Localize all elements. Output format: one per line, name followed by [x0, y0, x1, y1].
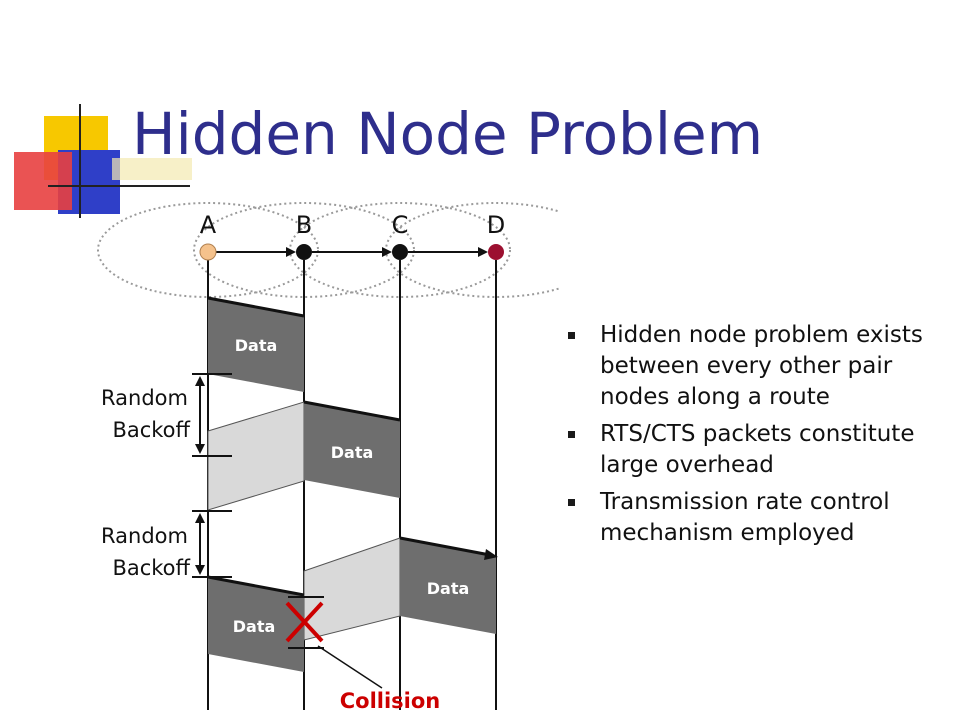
- overheard-signal-2: [303, 537, 401, 641]
- packet-c-to-d-top-edge: [399, 536, 491, 557]
- collision-leader-line: [317, 645, 383, 689]
- bullet-square-icon: [568, 499, 575, 506]
- bullet-text: Hidden node problem exists between every…: [600, 322, 923, 410]
- backoff-1-arrowhead-down: [195, 444, 205, 454]
- node-label-a: A: [200, 211, 217, 239]
- bullet-item: RTS/CTS packets constitute large overhea…: [566, 419, 946, 481]
- node-a: [199, 243, 217, 261]
- backoff-1-label-line2: Backoff: [112, 418, 190, 442]
- node-b: [296, 244, 312, 260]
- backoff-1-arrowhead-up: [195, 376, 205, 386]
- packet-a-to-b: [208, 298, 304, 392]
- backoff-2-label-line1: Random: [101, 524, 188, 548]
- node-label-b: B: [296, 211, 312, 239]
- packet-a-to-b-second: [208, 577, 304, 672]
- packet-a-to-b-label: Data: [235, 336, 278, 355]
- deco-fade-bar: [112, 158, 192, 180]
- link-c-d-arrowhead: [478, 247, 488, 257]
- range-ellipse-d: [385, 202, 560, 298]
- node-label-d: D: [487, 211, 505, 239]
- packet-b-to-c-top-edge: [303, 400, 401, 422]
- range-ellipse-b: [193, 202, 415, 298]
- node-c: [392, 244, 408, 260]
- bullet-square-icon: [568, 431, 575, 438]
- packet-a-to-b-second-label: Data: [233, 617, 276, 636]
- link-a-b-arrowhead: [286, 247, 296, 257]
- collision-label: Collision: [340, 689, 441, 713]
- packet-c-to-d-arrowhead: [484, 549, 498, 560]
- link-b-c-arrowhead: [382, 247, 392, 257]
- bullet-text: RTS/CTS packets constitute large overhea…: [600, 421, 915, 478]
- page-title: Hidden Node Problem: [132, 100, 764, 168]
- bullet-item: Transmission rate control mechanism empl…: [566, 487, 946, 549]
- corner-decoration: [14, 104, 192, 218]
- hidden-node-diagram: A B C D Data Data Data: [97, 202, 560, 713]
- bullet-list: Hidden node problem exists between every…: [566, 320, 946, 555]
- packet-b-to-c: [304, 402, 400, 498]
- packet-a-to-b-second-top-edge: [207, 575, 305, 597]
- overheard-signal-1: [207, 401, 305, 511]
- packet-a-to-b-top-edge: [207, 296, 305, 318]
- node-d: [488, 244, 504, 260]
- node-label-c: C: [392, 211, 409, 239]
- red-square: [14, 152, 72, 210]
- backoff-2-label-line2: Backoff: [112, 556, 190, 580]
- packet-c-to-d: [400, 538, 496, 634]
- backoff-2-arrowhead-down: [195, 565, 205, 575]
- collision-x-stroke-2: [285, 601, 324, 643]
- range-ellipse-a: [97, 202, 319, 298]
- packet-c-to-d-label: Data: [427, 579, 470, 598]
- bullet-square-icon: [568, 332, 575, 339]
- bullet-text: Transmission rate control mechanism empl…: [600, 489, 890, 546]
- backoff-1-label-line1: Random: [101, 386, 188, 410]
- backoff-2-arrowhead-up: [195, 513, 205, 523]
- bullet-item: Hidden node problem exists between every…: [566, 320, 946, 413]
- packet-b-to-c-label: Data: [331, 443, 374, 462]
